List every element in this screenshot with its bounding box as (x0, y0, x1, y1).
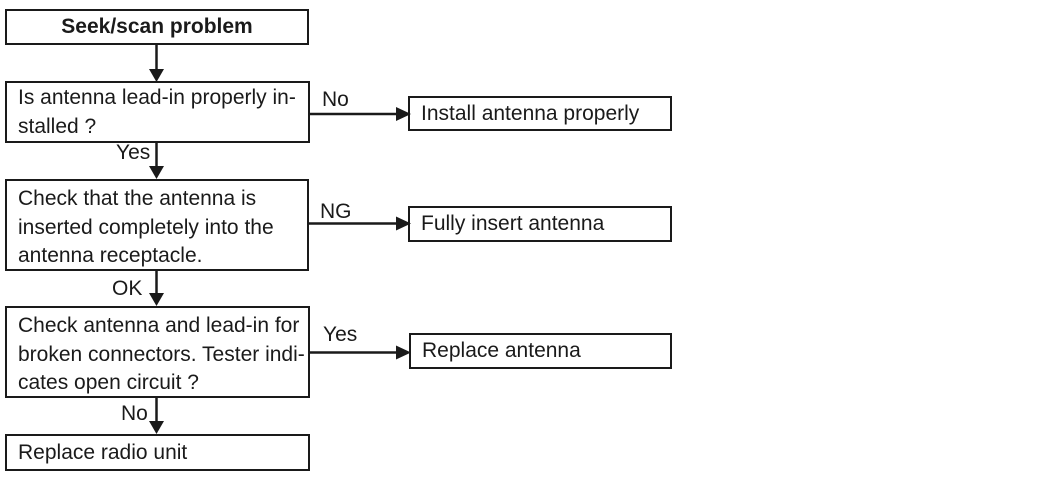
edge-label-yes-1: Yes (116, 141, 151, 164)
node-action-install-antenna: Install antenna properly (408, 96, 672, 131)
arrow-q3-yes-to-replace-antenna (309, 345, 411, 360)
node-question-broken-connectors: Check antenna and lead-in for broken con… (5, 306, 310, 398)
arrow-q3-no-to-end (149, 398, 164, 434)
edge-label-ng: NG (320, 200, 352, 223)
node-question-line: Check antenna and lead-in for (18, 314, 300, 337)
edge-label-no-2: No (121, 402, 148, 425)
edge-label-yes-2: Yes (323, 323, 358, 346)
node-action-label: Install antenna properly (421, 101, 640, 125)
node-action-replace-antenna: Replace antenna (409, 333, 672, 369)
node-action-label: Fully insert antenna (421, 212, 605, 235)
node-question-antenna-leadin: Is antenna lead-in properly in- stalled … (5, 81, 310, 143)
node-question-line: Is antenna lead-in properly in- (18, 86, 296, 109)
node-question-line: cates open circuit ? (18, 371, 199, 394)
node-question-line: stalled ? (18, 114, 97, 138)
node-end-label: Replace radio unit (18, 440, 188, 464)
edge-label-no-1: No (322, 88, 349, 111)
node-question-line: antenna receptacle. (18, 244, 203, 267)
node-action-label: Replace antenna (422, 339, 581, 362)
arrow-start-to-q1 (149, 45, 164, 82)
node-start-label: Seek/scan problem (61, 15, 253, 38)
node-start: Seek/scan problem (5, 9, 309, 45)
node-end-replace-radio-unit: Replace radio unit (5, 434, 310, 471)
node-question-antenna-inserted: Check that the antenna is inserted compl… (5, 179, 309, 271)
arrow-q2-ok-to-q3 (149, 271, 164, 306)
arrow-q1-yes-to-q2 (149, 143, 164, 179)
node-question-line: broken connectors. Tester indi- (18, 342, 305, 366)
edge-label-ok: OK (112, 277, 143, 300)
node-action-fully-insert-antenna: Fully insert antenna (408, 206, 672, 242)
node-question-line: Check that the antenna is (18, 187, 257, 210)
node-question-line: inserted completely into the (18, 215, 274, 239)
